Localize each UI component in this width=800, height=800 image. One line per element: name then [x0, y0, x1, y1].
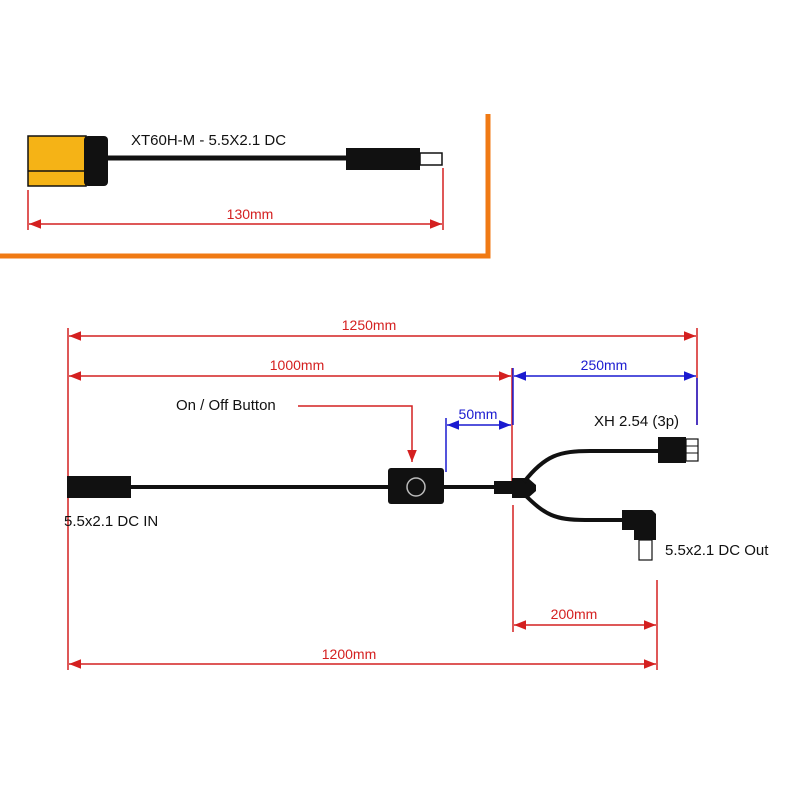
xt60-body [27, 135, 87, 187]
xh-connector-housing [658, 437, 686, 463]
switch-offset-label: 50mm [459, 406, 498, 422]
dc-out-plug-body [622, 510, 656, 540]
lower-branch-label: 200mm [551, 606, 598, 622]
xh-connector-pins [685, 438, 699, 462]
inset-length-label: 130mm [227, 206, 274, 222]
xt60-boot [84, 136, 108, 186]
branch-length-label: 250mm [581, 357, 628, 373]
main-length-label: 1000mm [270, 357, 324, 373]
y-splitter-sleeve [494, 481, 514, 494]
inset-dc-plug-body [346, 148, 420, 170]
dc-out-plug-tip [638, 539, 653, 561]
inset-dc-plug-tip [419, 152, 443, 166]
lower-branch-cable [522, 492, 625, 522]
bottom-total-label: 1200mm [322, 646, 376, 662]
switch-leader [298, 405, 417, 462]
dc-in-jack [67, 476, 131, 498]
inset-panel: XT60H-M - 5.5X2.1 DC 130mm [0, 114, 491, 259]
switch-label: On / Off Button [176, 397, 276, 414]
inset-title: XT60H-M - 5.5X2.1 DC [131, 132, 286, 149]
input-label: 5.5x2.1 DC IN [64, 513, 158, 530]
upper-branch-cable [522, 449, 660, 484]
total-length-label: 1250mm [342, 317, 396, 333]
power-switch-icon[interactable] [406, 477, 426, 497]
main-diagram: 1250mm 1000mm 250mm 50mm On / Off Button… [64, 317, 769, 670]
output-label: 5.5x2.1 DC Out [665, 542, 769, 559]
inset-frame [0, 114, 491, 259]
xh-label: XH 2.54 (3p) [594, 413, 679, 430]
power-switch-body[interactable] [388, 468, 444, 504]
y-splitter-body [512, 478, 536, 498]
